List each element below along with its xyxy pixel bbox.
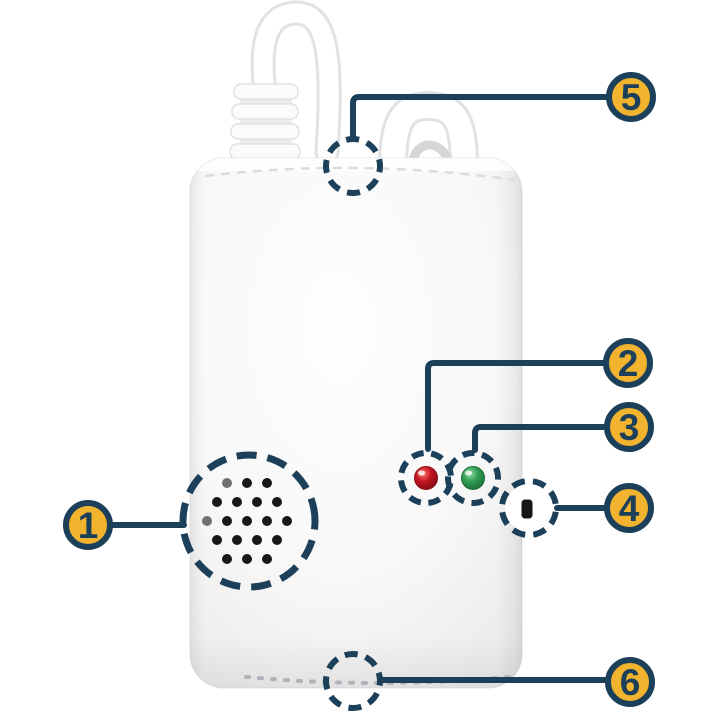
- speaker-hole: [212, 535, 222, 545]
- speaker-hole: [272, 497, 282, 507]
- callout-2-number: 2: [618, 343, 639, 384]
- vent-slot: [244, 675, 251, 679]
- speaker-hole: [262, 478, 272, 488]
- callout-4: 4: [499, 478, 654, 538]
- speaker-hole: [222, 516, 232, 526]
- speaker-hole: [222, 478, 232, 488]
- callout-3-line: [472, 424, 607, 453]
- speaker-hole: [202, 516, 212, 526]
- led-highlight: [464, 470, 473, 476]
- speaker-hole: [252, 535, 262, 545]
- callout-6-badge: [605, 657, 655, 707]
- speaker-hole: [262, 554, 272, 564]
- speaker-hole: [222, 554, 232, 564]
- callout-4-number: 4: [619, 488, 640, 529]
- callout-5-badge: [606, 72, 656, 122]
- callout-3-number: 3: [619, 407, 640, 448]
- device: [189, 0, 533, 689]
- device-body: [189, 157, 523, 689]
- speaker-hole: [242, 554, 252, 564]
- callout-3-badge: [604, 402, 654, 452]
- vent-slot: [309, 679, 316, 684]
- speaker-grille: [202, 478, 292, 564]
- power-cord-cable: [253, 3, 339, 162]
- callout-5: 5: [323, 72, 656, 196]
- callout-5-number: 5: [621, 77, 642, 118]
- vent-slot: [296, 678, 303, 683]
- vent-slot: [335, 680, 342, 685]
- speaker-hole: [282, 516, 292, 526]
- speaker-hole: [242, 478, 252, 488]
- highlight-bottom-vents: [323, 651, 383, 711]
- power-cord: [229, 0, 342, 165]
- speaker-hole: [232, 497, 242, 507]
- callout-1: 1: [63, 451, 319, 591]
- vent-slot: [257, 676, 264, 681]
- highlight-green-led: [445, 450, 501, 506]
- highlight-test-button: [499, 478, 559, 538]
- led-highlight: [417, 470, 426, 476]
- speaker-hole: [252, 497, 262, 507]
- speaker-hole: [262, 516, 272, 526]
- green-power-led: [461, 466, 485, 490]
- speaker-hole: [212, 497, 222, 507]
- vent-slot: [283, 678, 290, 683]
- red-alarm-led: [414, 466, 438, 490]
- callout-2-line: [425, 360, 607, 452]
- device-body-shading: [190, 158, 522, 688]
- vent-slot: [361, 680, 368, 685]
- callout-2-badge: [603, 338, 653, 388]
- strain-relief-ribs: [229, 83, 301, 160]
- cable-loop-core: [381, 93, 476, 180]
- speaker-hole: [232, 535, 242, 545]
- callout-5-line: [350, 94, 609, 140]
- callout-1-badge: [63, 500, 113, 550]
- speaker-hole: [272, 535, 282, 545]
- callout-6-number: 6: [620, 662, 641, 703]
- top-seam: [204, 166, 516, 182]
- highlight-speaker: [179, 451, 319, 591]
- highlight-cord-entry: [323, 136, 383, 196]
- speaker-holes: [202, 478, 292, 564]
- vent-slot: [270, 677, 277, 682]
- callout-4-badge: [604, 483, 654, 533]
- callout-1-number: 1: [78, 505, 99, 546]
- callouts: 1 2 3 4 5: [63, 72, 656, 711]
- speaker-hole: [242, 516, 252, 526]
- test-button-overlay: [521, 499, 533, 519]
- callout-3: 3: [445, 402, 654, 506]
- callout-6: 6: [323, 651, 655, 711]
- vent-slot: [348, 680, 355, 685]
